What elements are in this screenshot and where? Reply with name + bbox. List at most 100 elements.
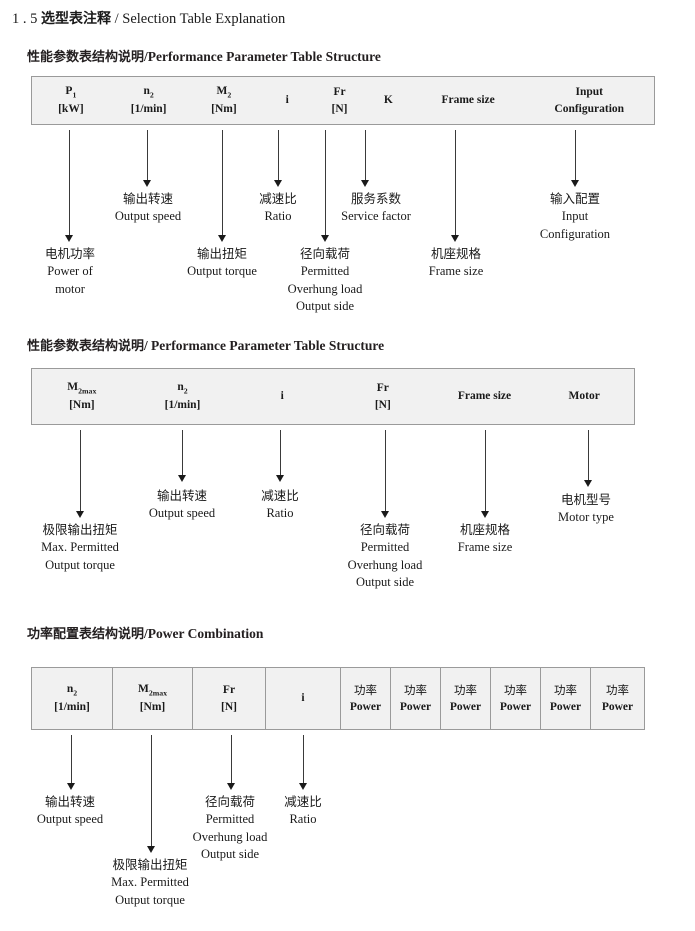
note-max-permitted-output-torque: 极限输出扭矩 Max. Permitted Output torque (41, 521, 119, 574)
column-i-symbol-b3: i (301, 692, 305, 705)
column-power-1-label: Power (349, 700, 382, 713)
note-output-speed: 输出转速 Output speed (115, 190, 181, 226)
note-power-of-motor: 电机功率 Power of motor (45, 245, 95, 298)
column-frame-size: Frame size (435, 369, 535, 424)
note-overhung-load: 径向载荷 Permitted Overhung load Output side (288, 245, 363, 316)
column-m2max: M2max [Nm] (113, 668, 193, 729)
note-output-speed-en-1: Output speed (114, 208, 182, 223)
note-max-torque-cn-b3: 极限输出扭矩 (112, 857, 188, 872)
column-k: K (365, 77, 412, 124)
column-power-1-cn: 功率 (354, 682, 377, 697)
note-motor-type-cn: 电机型号 (560, 492, 611, 507)
block-3-heading-sep: / (144, 626, 148, 641)
note-frame-size-cn-b2: 机座规格 (459, 522, 510, 537)
note-ratio-en-1: Ratio (264, 208, 292, 223)
arrow-output-speed (143, 130, 152, 187)
section-title-en: Selection Table Explanation (122, 11, 286, 27)
note-max-torque-en-1: Max. Permitted (41, 539, 119, 554)
column-n2-unit-b3: [1/min] (54, 700, 90, 713)
arrow-output-speed (67, 735, 76, 790)
column-n2: n2 [1/min] (110, 77, 188, 124)
section-title-cn: 选型表注释 (41, 11, 111, 27)
column-power-1: 功率 Power (341, 668, 391, 729)
note-motor-type-en: Motor type (558, 509, 614, 524)
column-m2-unit: [Nm] (211, 102, 237, 115)
column-fr: Fr [N] (193, 668, 266, 729)
column-power-5: 功率 Power (541, 668, 591, 729)
column-power-6-label: Power (601, 700, 634, 713)
note-input-configuration: 输入配置 Input Configuration (540, 190, 610, 243)
note-max-torque-en2-b3: Output torque (115, 892, 185, 907)
note-output-speed-cn-b2: 输出转速 (156, 488, 207, 503)
note-overhung-en1-b2: Permitted (360, 539, 410, 554)
note-ratio-en-b3: Ratio (289, 811, 317, 826)
arrow-overhung-load (321, 130, 330, 242)
note-overhung-en3-b3: Output side (201, 847, 259, 862)
block-2-heading-cn: 性能参数表结构说明 (27, 339, 145, 354)
block-2-heading-en: Performance Parameter Table Structure (151, 338, 385, 353)
note-output-speed-cn: 输出转速 (122, 191, 173, 206)
block-2-heading: 性能参数表结构说明/ Performance Parameter Table S… (27, 335, 384, 354)
column-i: i (266, 668, 341, 729)
column-n2-unit-b2: [1/min] (164, 398, 201, 411)
note-ratio-cn: 减速比 (259, 191, 297, 206)
note-max-permitted-output-torque: 极限输出扭矩 Max. Permitted Output torque (111, 856, 189, 909)
block-1-heading-en: Performance Parameter Table Structure (147, 49, 381, 64)
column-power-5-cn: 功率 (554, 682, 577, 697)
block-3-heading-en: Power Combination (147, 626, 264, 641)
column-power-3-label: Power (449, 700, 482, 713)
column-m2max-symbol: M2max (67, 381, 97, 396)
column-fr-unit-b3: [N] (221, 700, 237, 713)
column-frame-size-label: Frame size (441, 94, 495, 107)
column-n2-symbol-b2: n2 (177, 381, 188, 396)
column-m2max: M2max [Nm] (32, 369, 132, 424)
column-frame-size-label-b2: Frame size (457, 390, 512, 403)
column-fr-symbol: Fr (333, 85, 346, 98)
block-1-heading-cn: 性能参数表结构说明 (27, 50, 145, 65)
column-input-configuration-line2: Configuration (554, 102, 625, 115)
arrow-frame-size (481, 430, 490, 518)
note-overhung-en1-b3: Permitted (205, 811, 255, 826)
block-1-heading: 性能参数表结构说明/Performance Parameter Table St… (27, 46, 381, 65)
section-title-separator: / (114, 11, 119, 27)
note-overhung-cn-b2: 径向载荷 (359, 522, 411, 537)
block-3-heading-cn: 功率配置表结构说明 (27, 627, 145, 642)
column-i: i (260, 77, 314, 124)
note-ratio-cn-b2: 减速比 (261, 488, 299, 503)
arrow-power-of-motor (65, 130, 74, 242)
column-k-symbol: K (383, 94, 393, 107)
note-output-speed-en-b3: Output speed (36, 811, 104, 826)
column-input-configuration: Input Configuration (524, 77, 654, 124)
column-power-4-cn: 功率 (504, 682, 527, 697)
column-i-symbol: i (285, 94, 289, 107)
column-power-2-label: Power (399, 700, 432, 713)
note-output-torque: 输出扭矩 Output torque (187, 245, 257, 281)
note-output-speed: 输出转速 Output speed (37, 793, 103, 829)
note-ratio-en-b2: Ratio (266, 505, 294, 520)
column-power-3-cn: 功率 (454, 682, 477, 697)
column-i: i (233, 369, 331, 424)
note-power-of-motor-cn: 电机功率 (44, 246, 96, 261)
column-input-configuration-line1: Input (575, 85, 603, 98)
column-motor-label: Motor (568, 390, 600, 403)
note-overhung-load-cn: 径向载荷 (299, 246, 351, 261)
column-power-2: 功率 Power (391, 668, 441, 729)
column-power-5-label: Power (549, 700, 582, 713)
column-m2-symbol: M2 (216, 85, 232, 100)
note-input-configuration-en-2: Configuration (539, 226, 611, 241)
column-fr: Fr [N] (314, 77, 365, 124)
column-power-6-cn: 功率 (606, 682, 629, 697)
column-power-4-label: Power (499, 700, 532, 713)
arrow-ratio (299, 735, 308, 790)
note-ratio: 减速比 Ratio (261, 487, 299, 523)
column-n2-symbol-b3: n2 (66, 683, 78, 698)
block-2-header-table: M2max [Nm] n2 [1/min] i Fr [N] Frame siz… (31, 368, 635, 425)
column-p1-symbol: P1 (65, 85, 77, 100)
block-3-heading: 功率配置表结构说明/Power Combination (27, 623, 263, 642)
note-motor-type: 电机型号 Motor type (558, 491, 614, 527)
note-max-torque-en1-b3: Max. Permitted (111, 874, 189, 889)
arrow-overhung-load (227, 735, 236, 790)
column-frame-size: Frame size (412, 77, 525, 124)
column-n2: n2 [1/min] (132, 369, 234, 424)
column-m2max-unit: [Nm] (69, 398, 95, 411)
